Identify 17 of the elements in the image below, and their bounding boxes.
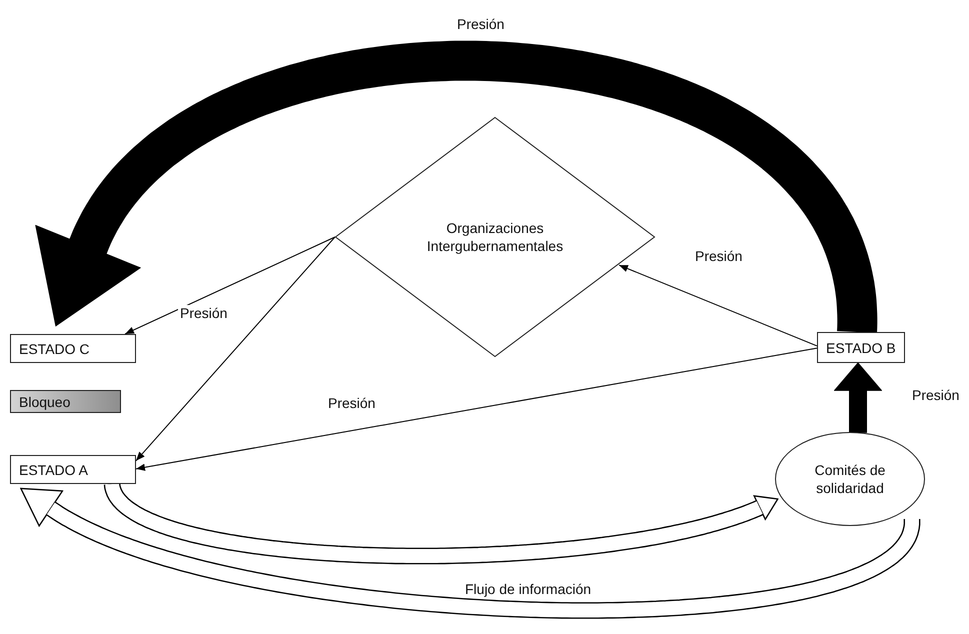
arrow — [124, 236, 336, 334]
process-box: ESTADO A — [10, 455, 136, 484]
edge-label: Presión — [693, 248, 744, 264]
arrow — [136, 236, 336, 462]
shaded-box: Bloqueo — [10, 390, 121, 413]
edge-label: Presión — [910, 387, 962, 403]
edge-label: Presión — [455, 16, 506, 32]
edge-label: Presión — [326, 395, 378, 411]
arrow — [136, 348, 818, 471]
node-label: Organizaciones Intergubernamentales — [426, 219, 564, 255]
edge-label: Presión — [178, 305, 230, 321]
process-box: ESTADO B — [817, 332, 905, 363]
edge-label: Flujo de información — [463, 581, 594, 597]
node-label: Comités de solidaridad — [814, 461, 886, 497]
process-box: ESTADO C — [10, 334, 136, 363]
hollow-arrow — [20, 488, 920, 619]
arrow — [618, 264, 818, 346]
